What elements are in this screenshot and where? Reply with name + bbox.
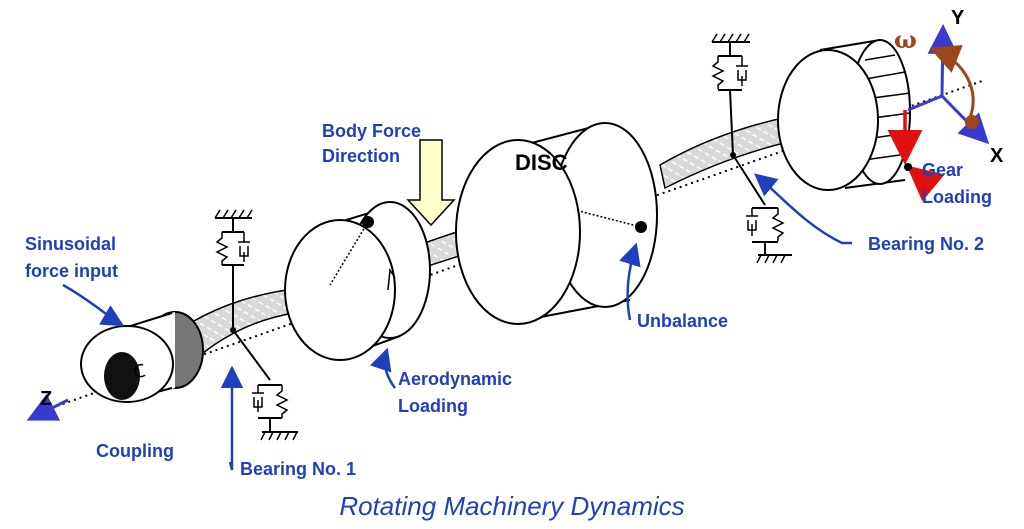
body-force-label-line2: Direction <box>322 146 400 166</box>
omega-label: ω <box>894 25 917 54</box>
bearing-1-upper-support <box>214 209 253 333</box>
disc-label: DISC <box>515 150 568 175</box>
bearing-2-lower-support <box>732 154 792 264</box>
body-force-arrow <box>406 139 456 227</box>
body-force-label-line1: Body Force <box>322 121 421 141</box>
axis-z-label: Z <box>40 388 52 410</box>
coupling <box>80 311 204 403</box>
coordinate-axes <box>907 24 990 145</box>
gear-loading-label-line2: Loading <box>922 187 992 207</box>
gear-loading-label-line1: Gear <box>922 160 963 180</box>
bearing-1-lower-support <box>232 329 298 441</box>
gear <box>777 39 911 191</box>
bearing-2-label: Bearing No. 2 <box>868 234 984 254</box>
axis-y-label: Y <box>951 7 965 29</box>
axis-x-label: X <box>990 145 1004 167</box>
aerodynamic-wheel <box>284 201 431 361</box>
unbalance-label: Unbalance <box>637 311 728 331</box>
bearing-1-label: Bearing No. 1 <box>240 459 356 479</box>
caption: Rotating Machinery Dynamics <box>339 491 684 521</box>
aerodynamic-label-line2: Loading <box>398 396 468 416</box>
gear-loading-arrows <box>887 110 945 202</box>
label-leaders <box>26 173 852 471</box>
sinusoidal-label-line1: Sinusoidal <box>25 234 116 254</box>
sinusoidal-label-line2: force input <box>25 261 118 281</box>
bearing-2-upper-support <box>711 33 750 158</box>
coupling-label: Coupling <box>96 441 174 461</box>
aerodynamic-label-line1: Aerodynamic <box>398 369 512 389</box>
